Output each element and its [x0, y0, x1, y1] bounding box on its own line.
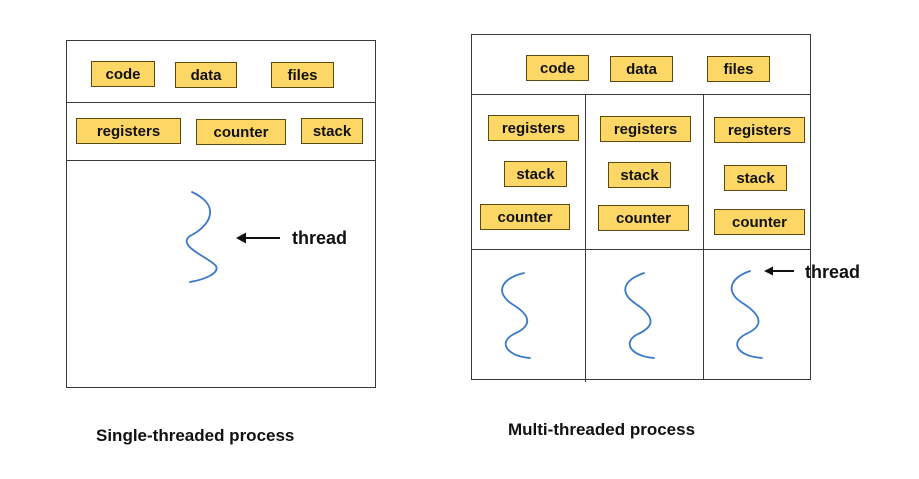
single-thread-wave-icon — [185, 191, 218, 283]
single-counter-chip: counter — [196, 119, 286, 145]
multi-thread-arrow-icon — [764, 266, 794, 276]
multi-thread2-counter-chip: counter — [598, 205, 689, 231]
multi-column-divider-2 — [703, 94, 704, 380]
multi-thread3-counter-chip: counter — [714, 209, 805, 235]
multi-thread3-registers-chip: registers — [714, 117, 805, 143]
multi-thread3-wave-icon — [730, 270, 763, 359]
single-threaded-caption: Single-threaded process — [96, 426, 295, 445]
single-code-chip: code — [91, 61, 155, 87]
single-thread-divider — [66, 160, 376, 161]
multi-thread2-registers-chip: registers — [600, 116, 691, 142]
multi-thread1-registers-chip: registers — [488, 115, 579, 141]
single-shared-divider — [66, 102, 376, 103]
single-thread-arrow-icon — [236, 232, 280, 244]
multi-data-chip: data — [610, 56, 673, 82]
single-registers-chip: registers — [76, 118, 181, 144]
multi-files-chip: files — [707, 56, 770, 82]
multi-thread1-counter-chip: counter — [480, 204, 570, 230]
multi-threaded-caption: Multi-threaded process — [508, 420, 696, 439]
single-thread-label: thread — [292, 228, 348, 248]
multi-column-divider-1 — [585, 94, 586, 382]
multi-thread3-stack-chip: stack — [724, 165, 787, 191]
multi-thread2-stack-chip: stack — [608, 162, 671, 188]
single-stack-chip: stack — [301, 118, 363, 144]
multi-code-chip: code — [526, 55, 589, 81]
multi-thread-divider — [471, 249, 811, 250]
multi-thread-label: thread — [805, 262, 861, 282]
single-threaded-process-box — [66, 40, 376, 388]
multi-thread1-stack-chip: stack — [504, 161, 567, 187]
single-data-chip: data — [175, 62, 237, 88]
multi-shared-divider — [471, 94, 811, 95]
single-files-chip: files — [271, 62, 334, 88]
multi-thread2-wave-icon — [624, 272, 655, 359]
multi-thread1-wave-icon — [501, 272, 531, 359]
